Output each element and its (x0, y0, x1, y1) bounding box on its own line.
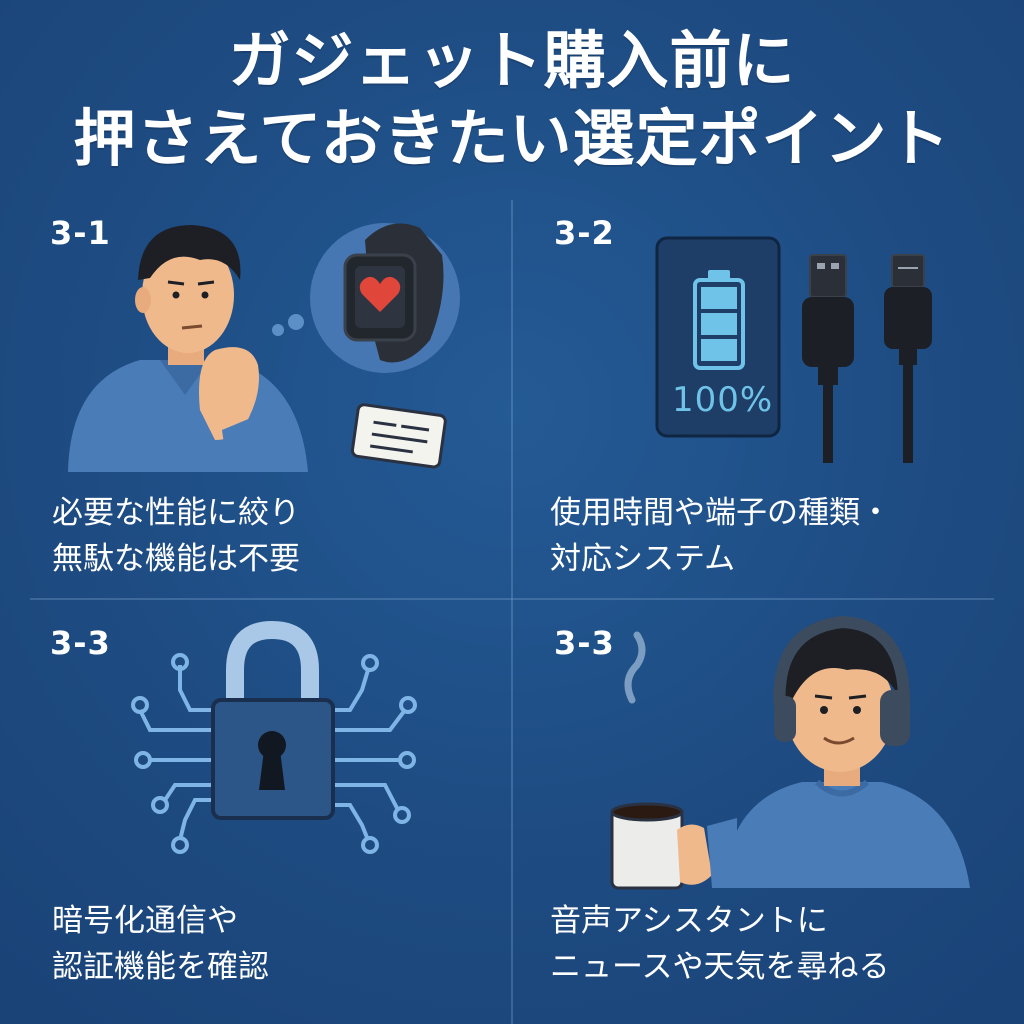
heart-icon (359, 276, 401, 312)
lightning-cable-icon (884, 254, 932, 463)
battery-cables-illustration (655, 236, 932, 463)
caption-line-2: ニュースや天気を尋ねる (550, 949, 890, 985)
circuit-lines (131, 653, 417, 854)
caption-line-1: 暗号化通信や (52, 903, 238, 939)
caption-line-1: 必要な性能に絞り (52, 495, 300, 531)
thinking-man (68, 225, 308, 472)
smartwatch-heart-icon (343, 223, 444, 363)
section-caption: 暗号化通信や 認証機能を確認 (52, 898, 269, 990)
padlock-circuit-icon (131, 620, 417, 854)
headphones-man (724, 628, 970, 888)
section-caption: 使用時間や端子の種類・ 対応システム (550, 490, 891, 582)
section-caption: 必要な性能に絞り 無駄な機能は不要 (52, 490, 300, 582)
hand (677, 824, 712, 885)
section-3-2: 3-2 100% 使用時間や端子の種類・ 対応システム (512, 200, 1024, 600)
thinking-man-illustration (68, 223, 460, 472)
section-3-3-security: 3-3 暗号化通信や 認証 (0, 600, 512, 1000)
section-number: 3-3 (554, 624, 615, 662)
caption-line-1: 使用時間や端子の種類・ (550, 495, 891, 531)
section-number: 3-2 (554, 214, 615, 252)
horizontal-divider (30, 598, 994, 600)
caption-line-2: 無駄な機能は不要 (52, 541, 300, 577)
caption-line-1: 音声アシスタントに (550, 903, 828, 939)
section-3-3-voice-assistant: 3-3 音声アシスタントに ニュースや天気を尋ねる (512, 600, 1024, 1000)
caption-line-2: 認証機能を確認 (52, 949, 269, 985)
section-caption: 音声アシスタントに ニュースや天気を尋ねる (550, 898, 889, 990)
thought-dot-large (288, 314, 304, 330)
steam (624, 631, 646, 704)
section-number: 3-3 (50, 624, 111, 662)
coffee-cup-icon (610, 631, 684, 890)
section-number: 3-1 (50, 214, 111, 252)
caption-line-2: 対応システム (550, 541, 736, 577)
battery-icon (655, 236, 781, 438)
title-line-2: 押さえておきたい選定ポイント (73, 102, 951, 175)
headphones-man-illustration (610, 615, 970, 890)
battery-percentage: 100% (672, 380, 774, 420)
headphones-icon (773, 615, 911, 746)
page-title: ガジェット購入前に 押さえておきたい選定ポイント (0, 22, 1024, 178)
section-3-1: 3-1 (0, 200, 512, 600)
spec-card-icon (350, 403, 447, 469)
thought-dot-small (272, 324, 284, 336)
usb-a-cable-icon (802, 254, 854, 463)
title-line-1: ガジェット購入前に (228, 24, 796, 97)
vertical-divider (511, 200, 513, 1024)
